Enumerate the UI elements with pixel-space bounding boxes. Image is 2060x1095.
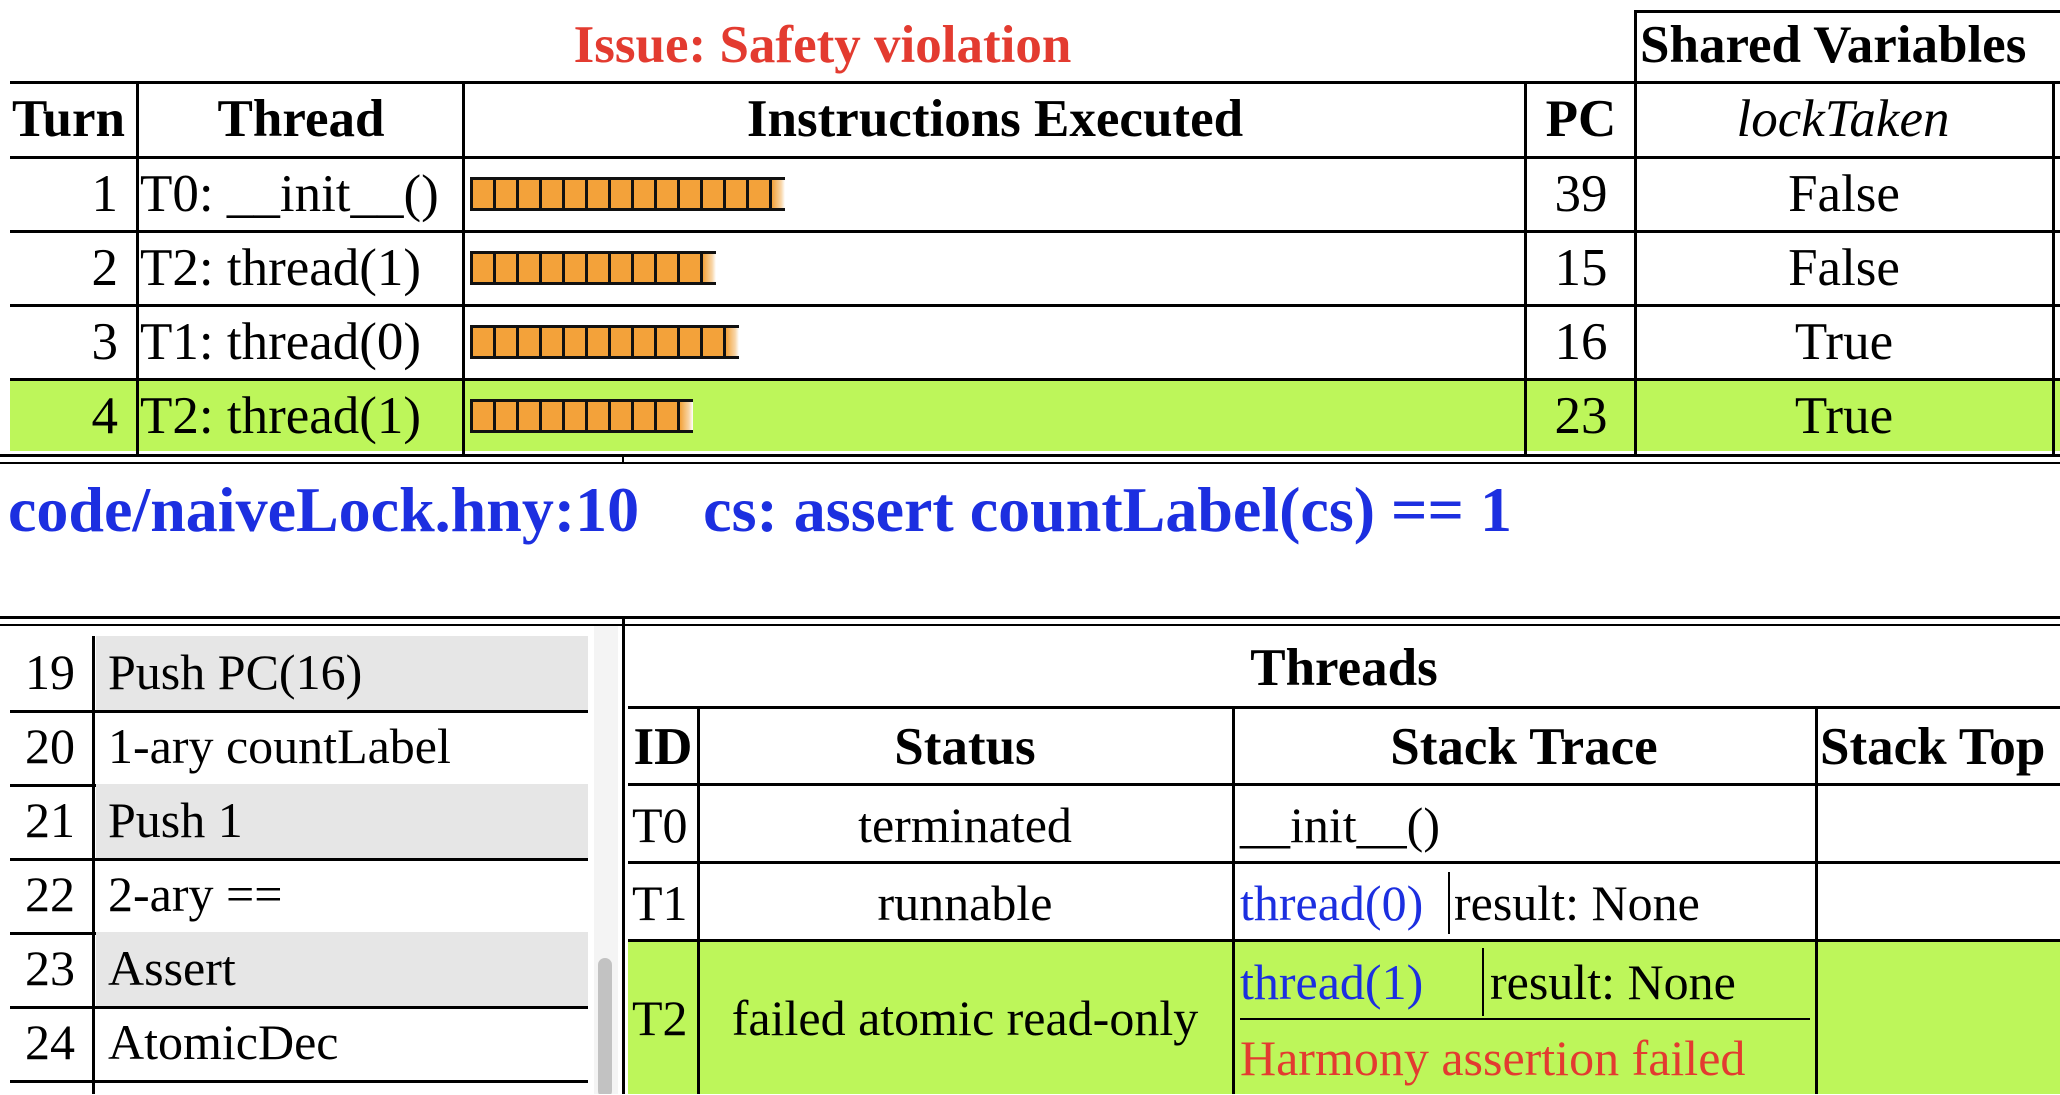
turn-locktaken: True [1794,313,1894,371]
instruction-block-tail [700,251,716,285]
thread-t1-status: runnable [877,875,1053,931]
instruction-block [539,325,565,359]
code-line-number: 24 [25,1014,75,1070]
instruction-block [585,251,611,285]
instruction-block [677,325,703,359]
turn-locktaken: False [1788,165,1900,223]
thread-t2-error: Harmony assertion failed [1240,1030,1746,1086]
code-line[interactable]: 22 2-ary == [10,858,588,935]
code-line[interactable]: 23 Assert [10,932,588,1009]
source-statement: cs: assert countLabel(cs) == 1 [703,474,1512,545]
threads-status-header: Status [894,718,1036,776]
thread-t0-status: terminated [858,797,1072,853]
instruction-block [539,399,565,433]
instructions-executed-bar[interactable] [470,251,716,285]
instruction-block-tail [769,177,785,211]
turn-locktaken: True [1794,387,1894,445]
instruction-block-tail [677,399,693,433]
thread-t0-trace: __init__() [1240,797,1440,853]
code-instruction: 1-ary countLabel [108,718,451,774]
threads-trace-header: Stack Trace [1390,718,1658,776]
threads-top-header: Stack Top [1820,718,2046,776]
thread-t1-trace-link[interactable]: thread(0) [1240,875,1424,931]
code-line[interactable]: 24 AtomicDec [10,1006,588,1083]
instruction-block [562,251,588,285]
instructions-executed-bar[interactable] [470,177,785,211]
instructions-executed-bar[interactable] [470,325,739,359]
instruction-block [608,325,634,359]
turn-number: 1 [91,165,119,223]
code-line[interactable]: 21 Push 1 [10,784,588,861]
instruction-block [654,177,680,211]
code-line-number: 23 [25,940,75,996]
turn-pc: 39 [1554,165,1608,223]
selected-row-highlight [10,379,2060,451]
instruction-block [723,177,749,211]
turn-pc: 15 [1554,239,1608,297]
code-instruction: 2-ary == [108,866,283,922]
code-instruction: Push PC(16) [96,636,588,710]
source-location[interactable]: code/naiveLock.hny:10 cs: assert countLab… [8,470,1512,550]
thread-t2-id: T2 [632,990,688,1046]
instruction-block [470,399,496,433]
threads-title: Threads [1250,639,1438,697]
col-instructions-header: Instructions Executed [746,90,1244,148]
turn-number: 2 [91,239,119,297]
issue-title: Issue: Safety violation [573,16,1072,74]
thread-t2-result: result: None [1490,954,1736,1010]
instruction-block [585,399,611,433]
instruction-block [700,325,726,359]
thread-t2-trace-link[interactable]: thread(1) [1240,954,1424,1010]
code-line-number: 20 [25,718,75,774]
col-thread-header: Thread [217,90,385,148]
thread-t1-result: result: None [1454,875,1700,931]
turn-pc: 16 [1554,313,1608,371]
thread-t2-status: failed atomic read-only [731,990,1199,1046]
turn-thread[interactable]: T1: thread(0) [140,313,422,371]
code-scrollbar-thumb[interactable] [598,958,612,1094]
turn-locktaken: False [1788,239,1900,297]
instruction-block-tail [723,325,739,359]
instruction-block [493,251,519,285]
code-line[interactable]: 20 1-ary countLabel [10,710,588,787]
turn-thread[interactable]: T2: thread(1) [140,387,422,445]
turn-number: 3 [91,313,119,371]
col-pc-header: PC [1545,90,1617,148]
threads-id-header: ID [633,718,693,776]
col-locktaken-header: lockTaken [1736,90,1950,148]
col-turn-header: Turn [12,90,125,148]
source-file-link[interactable]: code/naiveLock.hny:10 [8,474,640,545]
code-line[interactable]: 19 Push PC(16) [10,636,588,713]
shared-variables-header: Shared Variables [1640,16,2027,74]
code-instruction: AtomicDec [108,1014,339,1070]
instruction-block [516,325,542,359]
thread-t0-id: T0 [632,797,688,853]
code-line-number: 19 [25,644,75,700]
code-line-number: 22 [25,866,75,922]
thread-t1-id: T1 [632,875,688,931]
turn-thread[interactable]: T0: __init__() [140,165,439,223]
code-instruction: Push 1 [96,784,588,858]
instruction-block [562,399,588,433]
turn-thread[interactable]: T2: thread(1) [140,239,422,297]
turn-pc: 23 [1554,387,1608,445]
code-line-number: 21 [25,792,75,848]
instruction-block [654,325,680,359]
turn-number: 4 [91,387,119,445]
instructions-executed-bar[interactable] [470,399,693,433]
code-instruction: Assert [96,932,588,1006]
